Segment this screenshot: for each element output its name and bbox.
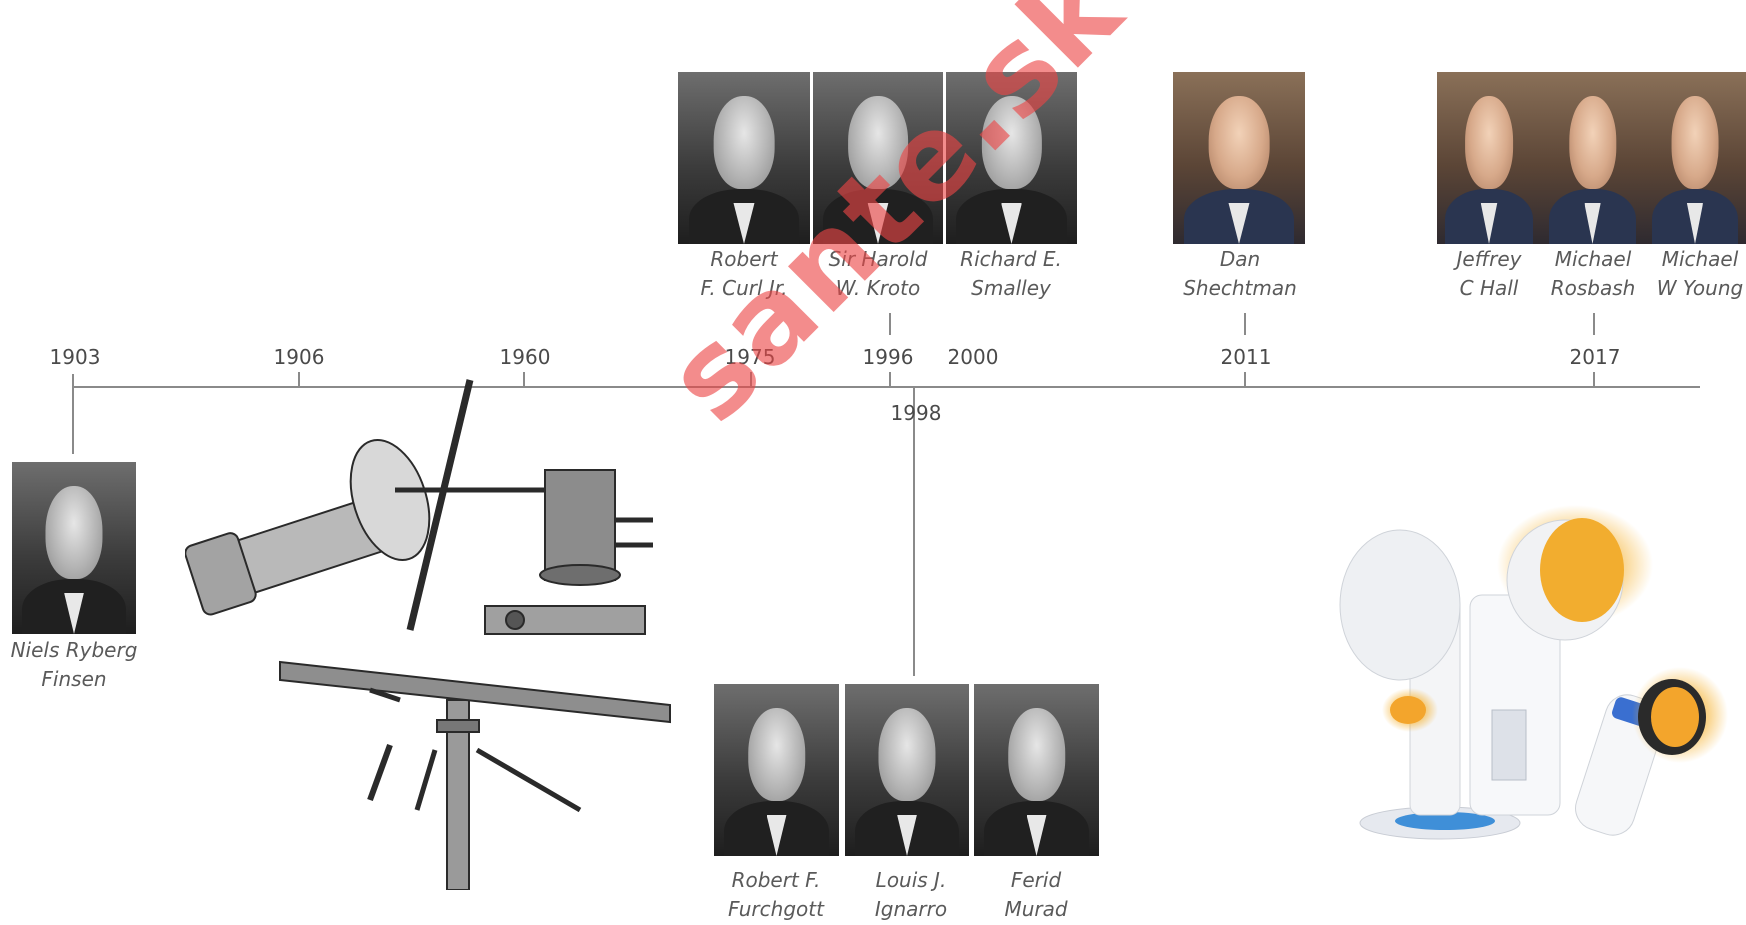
caption-smalley: Richard E. Smalley (960, 245, 1062, 303)
caption-smalley-line1: Richard E. (960, 247, 1062, 271)
year-label-1903: 1903 (49, 345, 101, 369)
caption-finsen-line2: Finsen (41, 667, 107, 691)
caption-rosbash-line2: Rosbash (1550, 276, 1636, 300)
caption-murad-line1: Ferid (1010, 868, 1062, 892)
year-label-2017: 2017 (1569, 345, 1621, 369)
portrait-rosbash (1541, 72, 1644, 244)
caption-young-line2: W Young (1656, 276, 1744, 300)
tick-1998 (913, 386, 915, 676)
portrait-furchgott (714, 684, 839, 856)
caption-ignarro-line1: Louis J. (875, 868, 947, 892)
timeline-axis (72, 386, 1700, 388)
tick-1960 (523, 372, 525, 386)
caption-young-line1: Michael (1661, 247, 1739, 271)
portrait-smalley (946, 72, 1077, 244)
caption-furchgott-line1: Robert F. (731, 868, 821, 892)
tick-1906 (298, 372, 300, 386)
tick-2011 (1244, 313, 1246, 335)
caption-curl-line1: Robert (710, 247, 778, 271)
modern-light-therapy-devices (1339, 505, 1728, 840)
year-label-1906: 1906 (273, 345, 325, 369)
year-label-1998: 1998 (890, 401, 942, 425)
caption-hall: Jeffrey C Hall (1457, 245, 1522, 303)
caption-hall-line1: Jeffrey (1456, 247, 1522, 271)
caption-kroto-line2: W. Kroto (835, 276, 921, 300)
year-label-1996: 1996 (862, 345, 914, 369)
caption-kroto: Sir Harold W. Kroto (829, 245, 928, 303)
caption-shechtman-line2: Shechtman (1183, 276, 1297, 300)
year-label-1960: 1960 (499, 345, 551, 369)
caption-rosbash-line1: Michael (1554, 247, 1632, 271)
portrait-murad (974, 684, 1099, 856)
finsen-lamp-illustration (185, 379, 671, 890)
portrait-young (1644, 72, 1746, 244)
tick-2017-low (1593, 372, 1595, 386)
caption-ignarro-line2: Ignarro (874, 897, 948, 921)
portrait-ignarro (845, 684, 969, 856)
portrait-finsen (12, 462, 136, 634)
caption-curl-line2: F. Curl Jr. (700, 276, 788, 300)
caption-furchgott-line2: Furchgott (728, 897, 824, 921)
caption-smalley-line2: Smalley (971, 276, 1051, 300)
tick-1996 (889, 313, 891, 335)
tick-2017 (1593, 313, 1595, 335)
caption-furchgott: Robert F. Furchgott (728, 866, 824, 924)
caption-finsen-line1: Niels Ryberg (10, 638, 138, 662)
year-label-1975: 1975 (724, 345, 776, 369)
portrait-shechtman (1173, 72, 1305, 244)
caption-curl: Robert F. Curl Jr. (700, 245, 787, 303)
year-label-2011: 2011 (1220, 345, 1272, 369)
caption-young: Michael W Young (1657, 245, 1743, 303)
portrait-hall (1437, 72, 1541, 244)
tick-1996-low (889, 372, 891, 386)
tick-1975 (750, 372, 752, 386)
caption-murad-line2: Murad (1004, 897, 1068, 921)
caption-hall-line2: C Hall (1459, 276, 1519, 300)
portrait-curl (678, 72, 810, 244)
tick-1903 (72, 374, 74, 454)
caption-kroto-line1: Sir Harold (828, 247, 928, 271)
tick-2011-low (1244, 372, 1246, 386)
portrait-kroto (813, 72, 943, 244)
caption-ignarro: Louis J. Ignarro (875, 866, 947, 924)
year-label-2000: 2000 (947, 345, 999, 369)
caption-shechtman-line1: Dan (1219, 247, 1261, 271)
